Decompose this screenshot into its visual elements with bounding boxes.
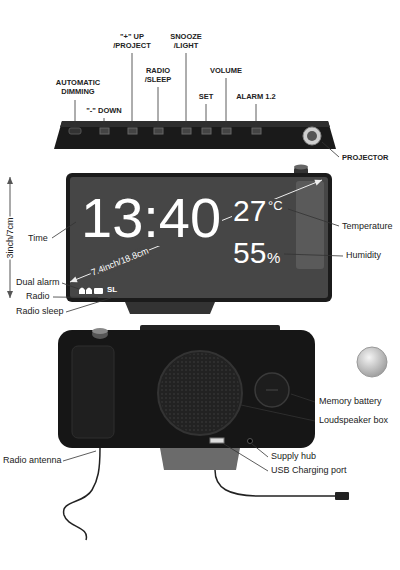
usb-plug: [335, 492, 349, 500]
loudspeaker: [158, 351, 242, 435]
button-label: RADIO /SLEEP: [138, 66, 178, 84]
back-housing: [58, 330, 315, 448]
speaker-grille: [160, 353, 240, 433]
side-panel: [72, 346, 114, 438]
display-unit: °C: [267, 199, 284, 212]
leader-line: [224, 444, 268, 471]
display-temperature: 27: [232, 196, 267, 226]
button-label: ALARM 1.2: [236, 92, 276, 101]
front-view: [7, 165, 343, 315]
dimension-label: 3inch/7cm: [5, 216, 16, 259]
button-label: SNOOZE /LIGHT: [163, 32, 209, 50]
arrowhead: [7, 291, 13, 298]
battery-cover-notch: [266, 389, 278, 391]
leader-line: [62, 283, 79, 289]
alarm-bell-icon: [79, 288, 85, 295]
projector-lens-inner: [307, 131, 317, 141]
part-label: PROJECTOR: [342, 153, 389, 162]
leader-line: [226, 78, 227, 127]
part-label: Radio antenna: [3, 455, 62, 466]
button: [182, 128, 191, 134]
leader-line: [66, 298, 111, 312]
button: [128, 128, 137, 134]
leader-line: [53, 297, 98, 299]
button: [202, 128, 211, 134]
usb-port: [210, 438, 224, 443]
button-label: "+" UP /PROJECT: [105, 32, 159, 50]
top-edge: [60, 121, 330, 127]
stand: [160, 448, 240, 470]
display-indicator: SL: [106, 286, 118, 294]
leader-line: [241, 405, 315, 421]
projector-knob: [92, 329, 108, 339]
projector-knob-top: [294, 165, 308, 170]
part-label: Dual alarm: [16, 277, 60, 288]
part-label: Memory battery: [319, 396, 382, 407]
button-label: VOLUME: [210, 66, 242, 75]
part-label: Temperature: [342, 221, 393, 232]
mirror-display: [70, 177, 328, 298]
display-humidity: 55: [232, 238, 267, 268]
top-view: [54, 53, 339, 157]
display-frame: [66, 173, 332, 302]
projector-panel: [296, 181, 324, 269]
light-sensor: [69, 128, 81, 134]
display-unit: %: [266, 250, 281, 265]
leader-line: [104, 118, 105, 127]
part-label: Loudspeaker box: [319, 415, 388, 426]
leader-line: [256, 104, 257, 127]
leader-line: [52, 222, 76, 238]
arrowhead: [7, 177, 13, 184]
radio-icon: [94, 288, 103, 294]
diagonal-dimension-line: [70, 180, 322, 282]
leader-line: [75, 100, 76, 127]
leader-line: [186, 53, 187, 127]
leader-line: [322, 142, 339, 157]
button: [252, 128, 261, 134]
button: [222, 128, 231, 134]
part-label: Humidity: [346, 250, 381, 261]
leader-line: [252, 444, 268, 457]
top-housing: [54, 121, 336, 149]
leader-line: [132, 53, 133, 127]
coin-battery: [357, 347, 387, 377]
alarm-icons: [79, 288, 103, 295]
power-socket: [248, 439, 253, 444]
arrowhead: [70, 277, 78, 283]
alarm-bell-icon: [86, 288, 92, 295]
leader-lines: [75, 53, 339, 157]
button: [154, 128, 163, 134]
part-label: Radio sleep: [16, 306, 64, 317]
part-label: Radio: [26, 291, 50, 302]
part-label: USB Charging port: [271, 465, 347, 476]
button: [100, 128, 109, 134]
stand: [125, 302, 215, 314]
part-label: Time: [28, 233, 48, 244]
back-view: [58, 325, 387, 540]
leader-line: [288, 209, 339, 226]
leader-line: [158, 87, 159, 127]
antenna-wire: [64, 448, 100, 540]
projector-knob-top: [92, 328, 108, 334]
leader-line: [63, 451, 96, 461]
display-time: 13:40: [80, 190, 222, 246]
button-label: "-" DOWN: [86, 106, 121, 115]
battery-cover: [255, 373, 289, 407]
arrowhead: [314, 180, 322, 186]
button-label: AUTOMATIC DIMMING: [45, 78, 111, 96]
projector-lens: [303, 127, 321, 145]
leader-line: [284, 254, 343, 256]
leader-line: [291, 394, 315, 402]
button-label: SET: [199, 92, 214, 101]
leader-line: [206, 104, 207, 127]
part-label: Supply hub: [271, 451, 316, 462]
